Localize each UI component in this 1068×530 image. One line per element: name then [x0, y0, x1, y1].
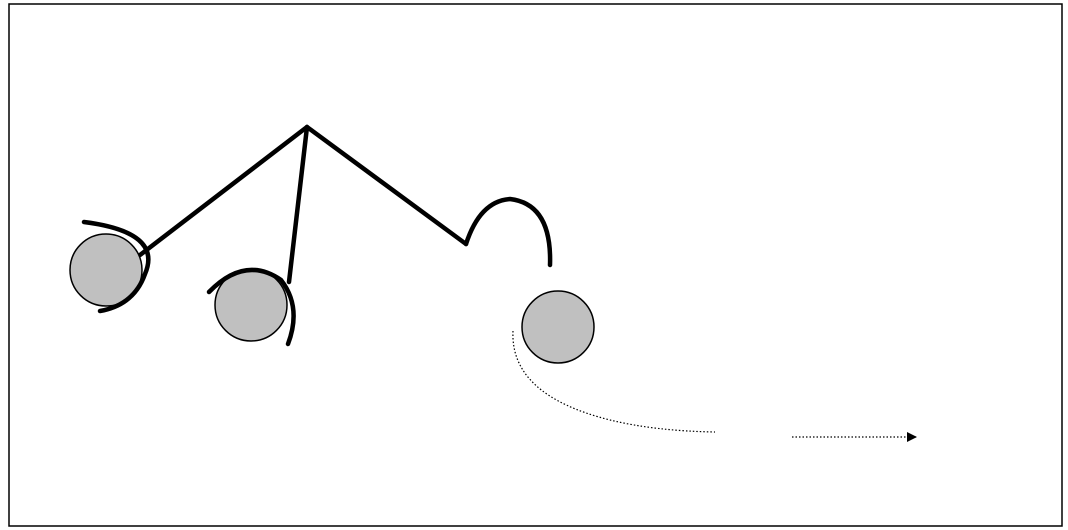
released-ball [522, 291, 594, 363]
frame-border [9, 4, 1062, 526]
